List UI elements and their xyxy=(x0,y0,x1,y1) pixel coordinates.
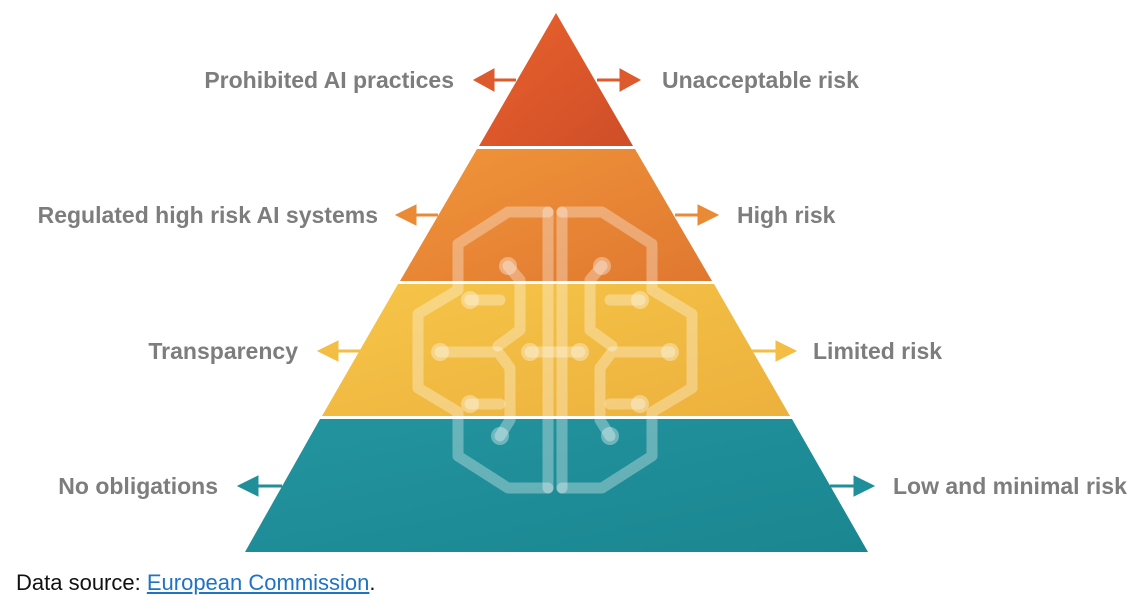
right-label-limited: Limited risk xyxy=(813,338,942,364)
tier-high-risk xyxy=(400,149,712,281)
row-unacceptable: Prohibited AI practices Unacceptable ris… xyxy=(204,67,859,93)
row-limited: Transparency Limited risk xyxy=(148,338,942,364)
tier-minimal-risk xyxy=(245,419,868,552)
arrow-left-icon xyxy=(236,475,282,497)
arrow-left-icon xyxy=(316,340,360,362)
right-label-high: High risk xyxy=(737,202,836,228)
left-label-transparency: Transparency xyxy=(148,338,298,364)
row-high: Regulated high risk AI systems High risk xyxy=(38,202,836,228)
left-label-prohibited: Prohibited AI practices xyxy=(204,67,454,93)
row-minimal: No obligations Low and minimal risk xyxy=(58,473,1127,499)
right-label-low-minimal: Low and minimal risk xyxy=(893,473,1127,499)
european-commission-link[interactable]: European Commission xyxy=(146,570,370,595)
arrow-right-icon xyxy=(752,340,798,362)
circuit-nodes xyxy=(431,257,679,445)
right-label-unacceptable: Unacceptable risk xyxy=(662,67,859,93)
tier-unacceptable-risk xyxy=(479,13,633,146)
arrow-right-icon xyxy=(830,475,876,497)
arrow-right-icon xyxy=(597,68,642,92)
arrow-left-icon xyxy=(394,204,438,226)
data-source-note: Data source: European Commission. xyxy=(16,570,376,596)
arrow-left-icon xyxy=(472,68,516,92)
tier-limited-risk xyxy=(322,284,790,416)
source-suffix: . xyxy=(369,570,376,595)
brain-circuit-icon xyxy=(412,206,698,494)
left-label-no-obligations: No obligations xyxy=(58,473,218,499)
left-label-regulated: Regulated high risk AI systems xyxy=(38,202,378,228)
arrow-right-icon xyxy=(675,204,720,226)
source-prefix: Data source: xyxy=(16,570,147,595)
